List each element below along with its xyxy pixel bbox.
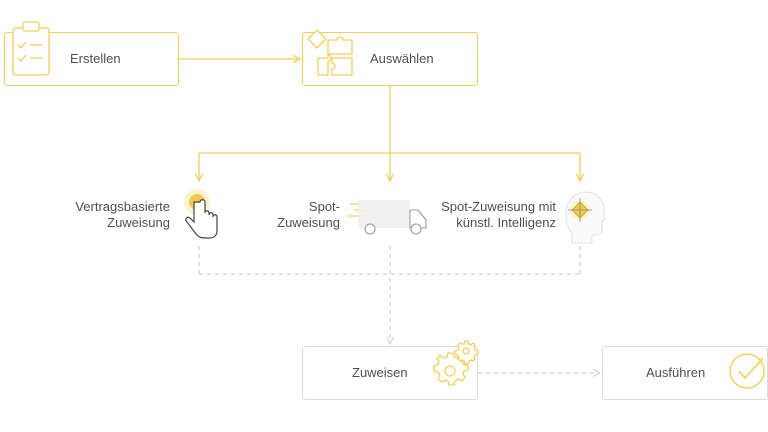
delivery-truck-icon bbox=[348, 200, 427, 235]
option-contract-label: Vertragsbasierte Zuweisung bbox=[40, 199, 170, 231]
option-spot-line2: Zuweisung bbox=[277, 215, 340, 230]
option-contract-line2: Zuweisung bbox=[107, 215, 170, 230]
option-spot-label: Spot- Zuweisung bbox=[240, 199, 340, 231]
option-spot-line1: Spot- bbox=[308, 199, 340, 214]
clipboard-checklist-icon bbox=[12, 21, 50, 76]
step-assign-label: Zuweisen bbox=[352, 365, 408, 380]
gears-icon bbox=[433, 340, 479, 386]
ai-head-icon bbox=[565, 191, 606, 244]
step-create-box bbox=[4, 32, 179, 86]
step-create-label: Erstellen bbox=[70, 51, 121, 66]
option-ai-label: Spot-Zuweisung mit künstl. Intelligenz bbox=[420, 199, 556, 231]
checkmark-circle-icon bbox=[729, 353, 765, 389]
option-ai-line2: künstl. Intelligenz bbox=[456, 215, 556, 230]
step-select-label: Auswählen bbox=[370, 51, 434, 66]
puzzle-icon bbox=[307, 29, 353, 76]
tap-hand-icon bbox=[184, 189, 218, 239]
step-execute-label: Ausführen bbox=[646, 365, 706, 380]
option-ai-line1: Spot-Zuweisung mit bbox=[441, 199, 556, 214]
option-contract-line1: Vertragsbasierte bbox=[75, 199, 170, 214]
